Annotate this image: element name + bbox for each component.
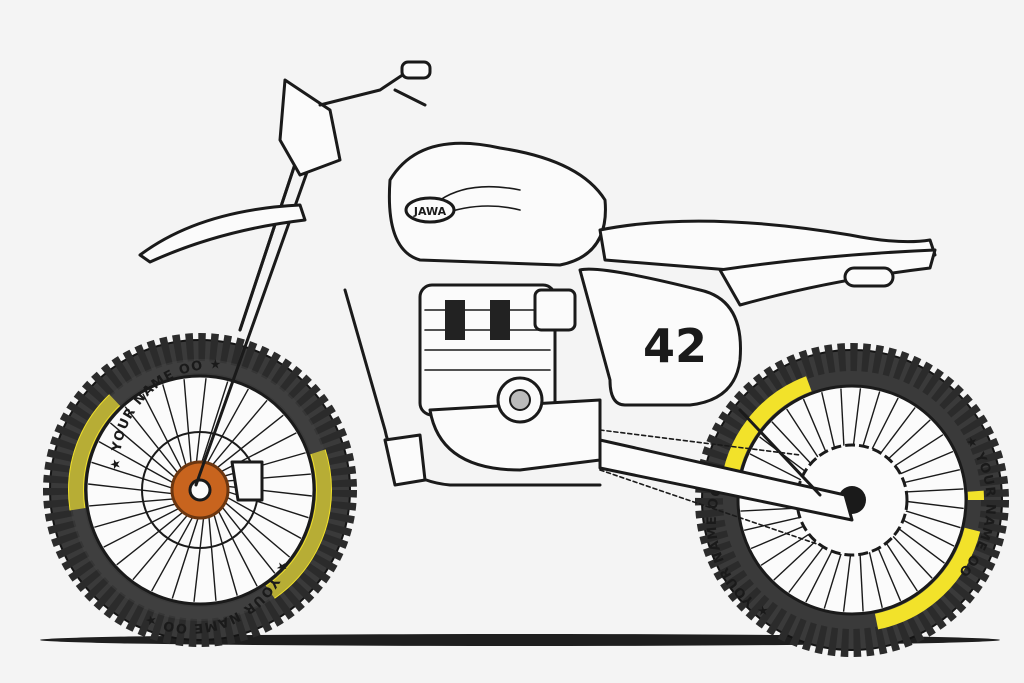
rear-fender	[718, 248, 937, 307]
wheel-spoke	[132, 509, 193, 581]
engine	[418, 283, 602, 472]
wheel-spoke	[124, 406, 183, 479]
handlebar	[318, 68, 412, 107]
headlight-cowl	[278, 78, 342, 177]
handlebar-grip	[400, 60, 432, 80]
wheel-spoke	[193, 511, 205, 602]
wheel-spoke	[195, 378, 207, 469]
wheel-spoke	[183, 379, 193, 470]
side-number-plate	[578, 267, 742, 407]
wheel-spoke	[142, 393, 186, 475]
tail-light	[843, 266, 895, 288]
ground-shadow	[40, 634, 1000, 646]
fuel-tank	[387, 141, 607, 267]
front-fork	[194, 128, 324, 487]
front-wheel: ★ YOUR NAME OO ★ ★ YOUR NAME OO ★	[43, 333, 357, 647]
front-tire-lettering-band	[68, 358, 332, 622]
brake-lever	[393, 88, 427, 107]
wheel-spoke	[109, 422, 181, 483]
wheel-spoke	[207, 399, 268, 471]
engine-crankcase	[428, 398, 602, 472]
wheel-spoke	[214, 505, 258, 587]
wheel-spoke	[88, 483, 179, 495]
wheel-spoke	[162, 384, 189, 472]
wheel-spoke	[171, 511, 201, 599]
rear-tire-lettering-band	[720, 368, 984, 632]
wheel-spoke	[211, 508, 238, 596]
skid-plate	[383, 433, 427, 487]
wheel-spoke	[103, 504, 185, 548]
wheel-spoke	[91, 461, 179, 491]
race-number: 42	[643, 319, 707, 373]
wheel-spoke	[94, 501, 182, 528]
front-brake-caliper	[230, 460, 264, 502]
wheel-spoke	[219, 497, 291, 558]
wheel-spoke	[215, 432, 297, 476]
carburetor	[533, 288, 577, 332]
rear-shock	[738, 408, 822, 497]
wheel-spoke	[116, 507, 189, 566]
wheel-spoke	[151, 511, 197, 592]
wheel-spoke	[98, 441, 179, 487]
front-fender	[138, 203, 307, 264]
wheel-spoke	[217, 501, 276, 574]
wheel-spoke	[221, 493, 302, 539]
wheel-spoke	[89, 497, 180, 507]
drive-chain	[599, 429, 821, 546]
tank-badge	[404, 196, 456, 224]
wheel-spoke	[207, 510, 217, 601]
wheel-spoke	[199, 381, 229, 469]
wheel-spoke	[211, 414, 284, 473]
wheel-spoke	[203, 388, 249, 469]
tank-badge-text: JAWA	[413, 205, 447, 218]
